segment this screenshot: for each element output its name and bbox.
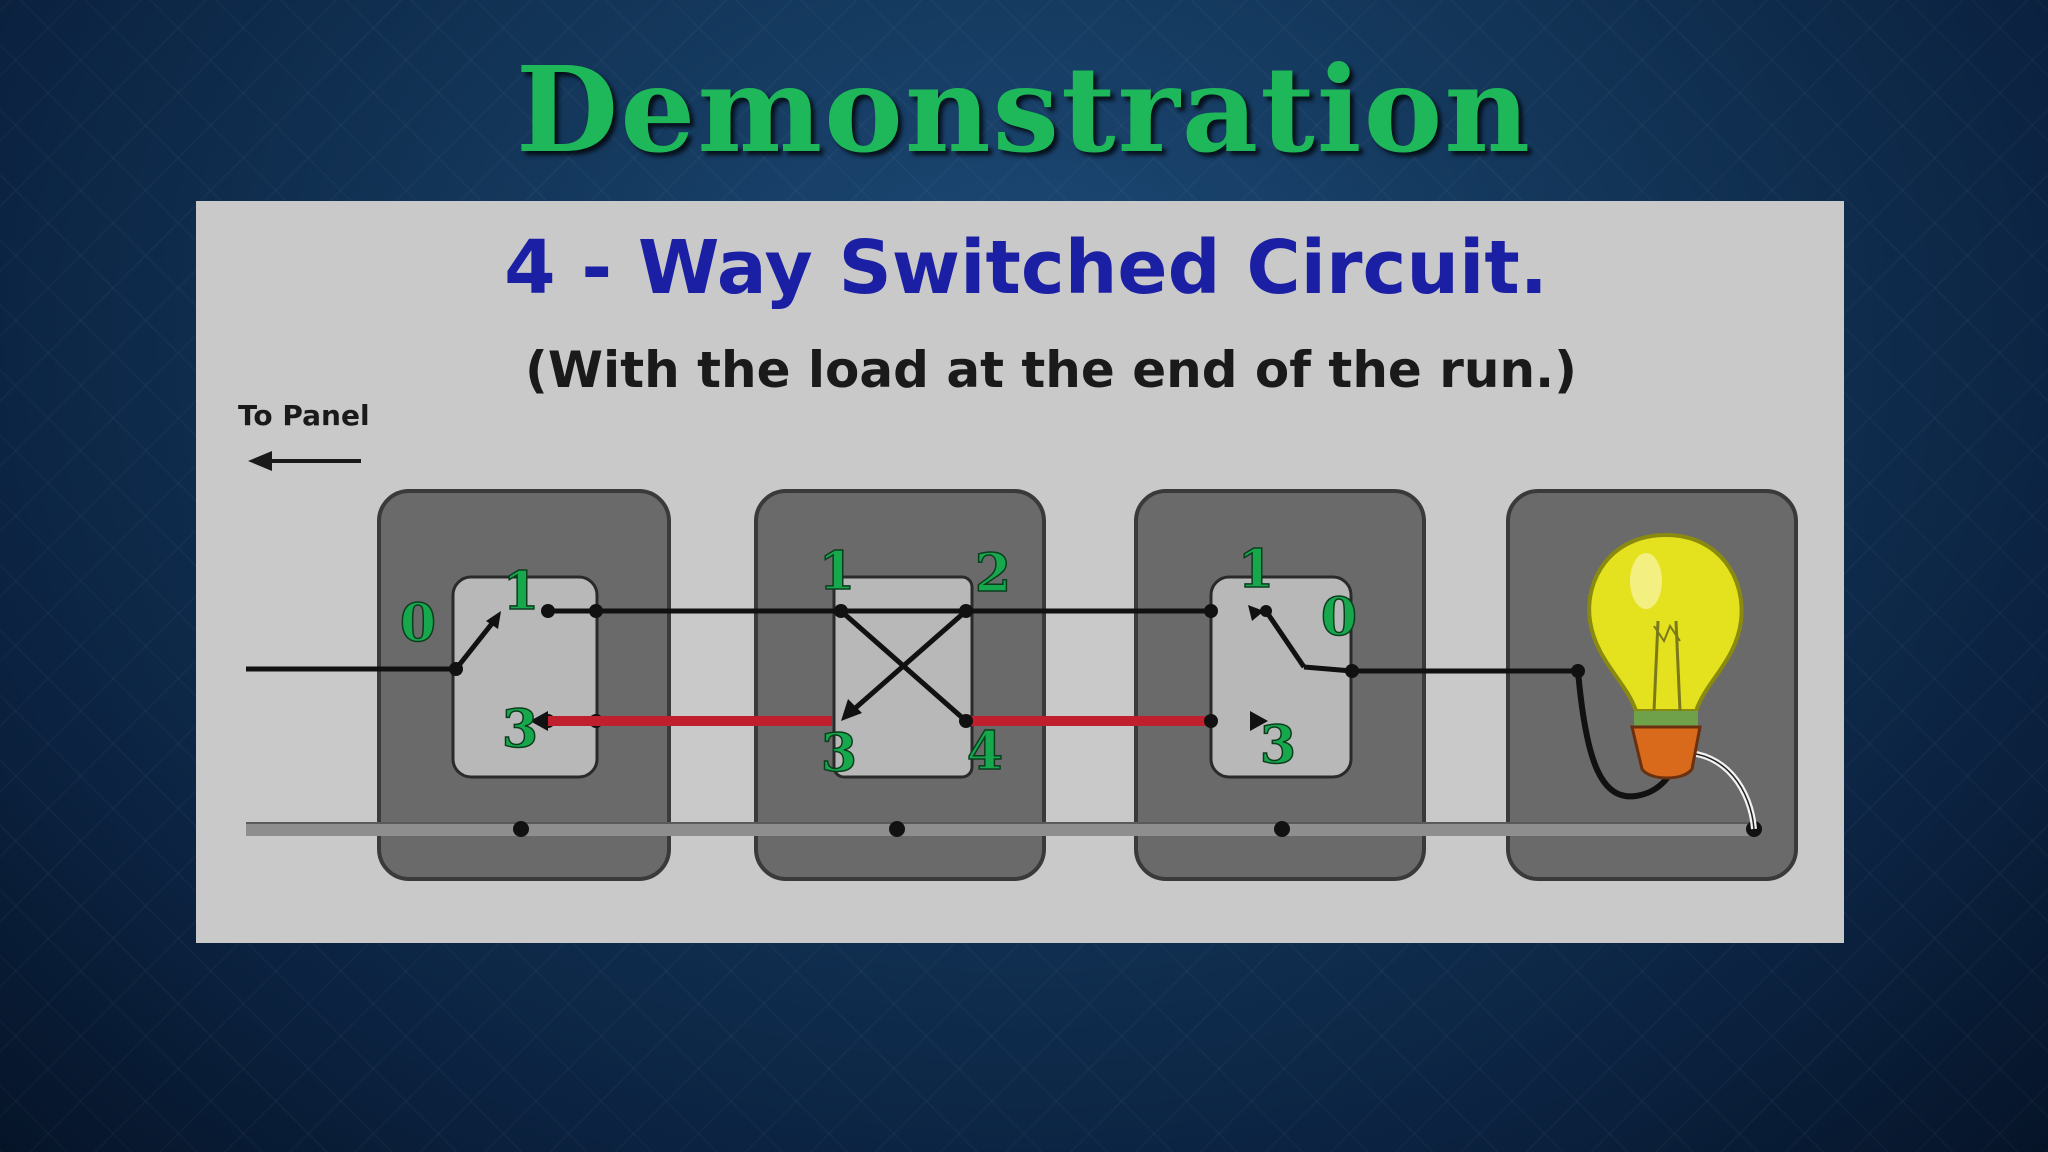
four-way-cross-b <box>850 609 968 713</box>
switch-1-terminal-3-label: 3 <box>502 699 538 760</box>
neutral-node-2 <box>889 821 905 837</box>
four-way-terminal-1-label: 1 <box>819 541 855 602</box>
four-way-terminal-3-label: 3 <box>821 723 857 784</box>
four-way-switch-body <box>832 575 974 779</box>
neutral-node-3 <box>1274 821 1290 837</box>
circuit-diagram-panel: 4 - Way Switched Circuit. (With the load… <box>196 201 1844 943</box>
to-panel-arrow-icon <box>248 451 361 471</box>
four-way-terminal-4-label: 4 <box>967 721 1003 782</box>
to-panel-label: To Panel <box>238 399 370 432</box>
diagram-title: 4 - Way Switched Circuit. <box>504 225 1548 311</box>
light-bulb-icon <box>1587 532 1744 780</box>
switch-1-terminal-1-label: 1 <box>503 561 539 622</box>
switch-1-terminal-0-label: 0 <box>400 593 436 654</box>
switch-2-terminal-3-label: 3 <box>1260 715 1296 776</box>
switch-2-terminal-1-label: 1 <box>1238 539 1274 600</box>
switch-2-lever <box>1263 609 1307 669</box>
four-way-terminal-2-label: 2 <box>975 543 1011 604</box>
circuit-diagram: 4 - Way Switched Circuit. (With the load… <box>238 225 1798 881</box>
switch-1-lever <box>454 619 496 671</box>
diagram-subtitle: (With the load at the end of the run.) <box>525 341 1577 399</box>
switch-2-terminal-0-label: 0 <box>1321 587 1357 648</box>
neutral-node-1 <box>513 821 529 837</box>
slide-title: Demonstration <box>515 40 1533 179</box>
